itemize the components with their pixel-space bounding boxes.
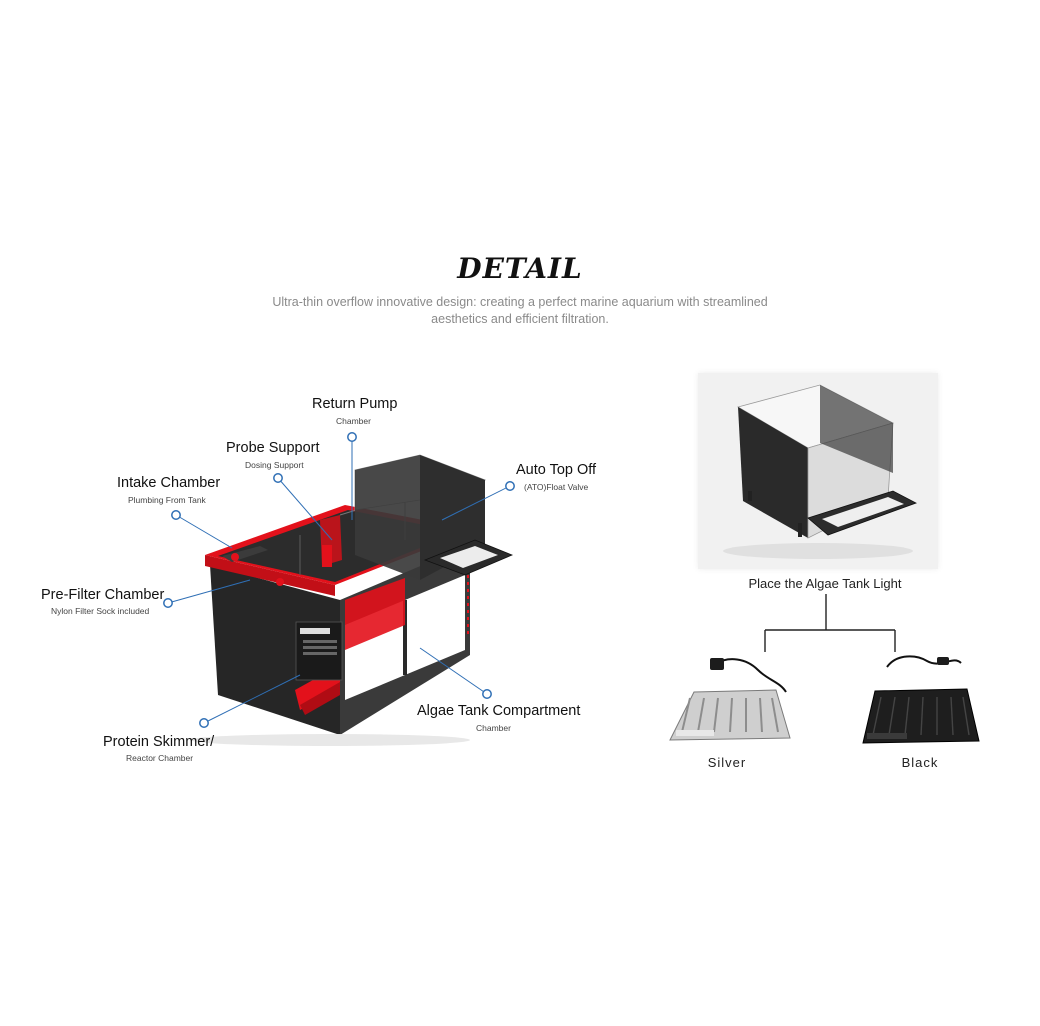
return-pump-sub: Chamber [336,416,371,426]
algae-tank-sub: Chamber [476,723,511,733]
algae-tank-title: Algae Tank Compartment [417,703,581,719]
black-label: Black [901,755,939,770]
probe-support-sub: Dosing Support [245,460,304,470]
pre-filter-leader [167,579,251,604]
probe-support-leader [277,477,333,541]
probe-support-dot [273,473,283,483]
pre-filter-dot [163,598,173,608]
black-light-photo [857,645,983,749]
intake-chamber-dot [171,510,181,520]
sump-red-baffle [345,578,405,650]
protein-skimmer-sub: Reactor Chamber [126,753,194,763]
silver-light-photo [668,652,794,748]
intake-chamber-title: Intake Chamber [117,475,221,491]
return-pump-dot [347,432,357,442]
light-caption: Place the Algae Tank Light [748,576,902,591]
return-pump-title: Return Pump [312,396,398,412]
protein-skimmer-title: Protein Skimmer/ [103,734,215,750]
algae-tank-photo [698,373,938,569]
algae-tank-dot [482,689,492,699]
algae-tank-leader [419,647,488,695]
auto-top-off-sub: (ATO)Float Valve [524,482,589,492]
intake-chamber-sub: Plumbing From Tank [128,495,206,505]
probe-support-title: Probe Support [226,440,320,456]
auto-top-off-title: Auto Top Off [516,462,597,478]
silver-label: Silver [707,755,747,770]
pre-filter-title: Pre-Filter Chamber [41,587,165,603]
auto-top-off-dot [505,481,515,491]
pre-filter-sub: Nylon Filter Sock included [51,606,150,616]
variant-connector [764,594,896,652]
section-subtitle: Ultra-thin overflow innovative design: c… [272,295,768,326]
intake-chamber-leader [175,514,233,549]
protein-skimmer-leader [203,674,301,724]
protein-skimmer-dot [199,718,209,728]
section-title: DETAIL [457,252,583,285]
auto-top-off-leader [441,485,511,521]
